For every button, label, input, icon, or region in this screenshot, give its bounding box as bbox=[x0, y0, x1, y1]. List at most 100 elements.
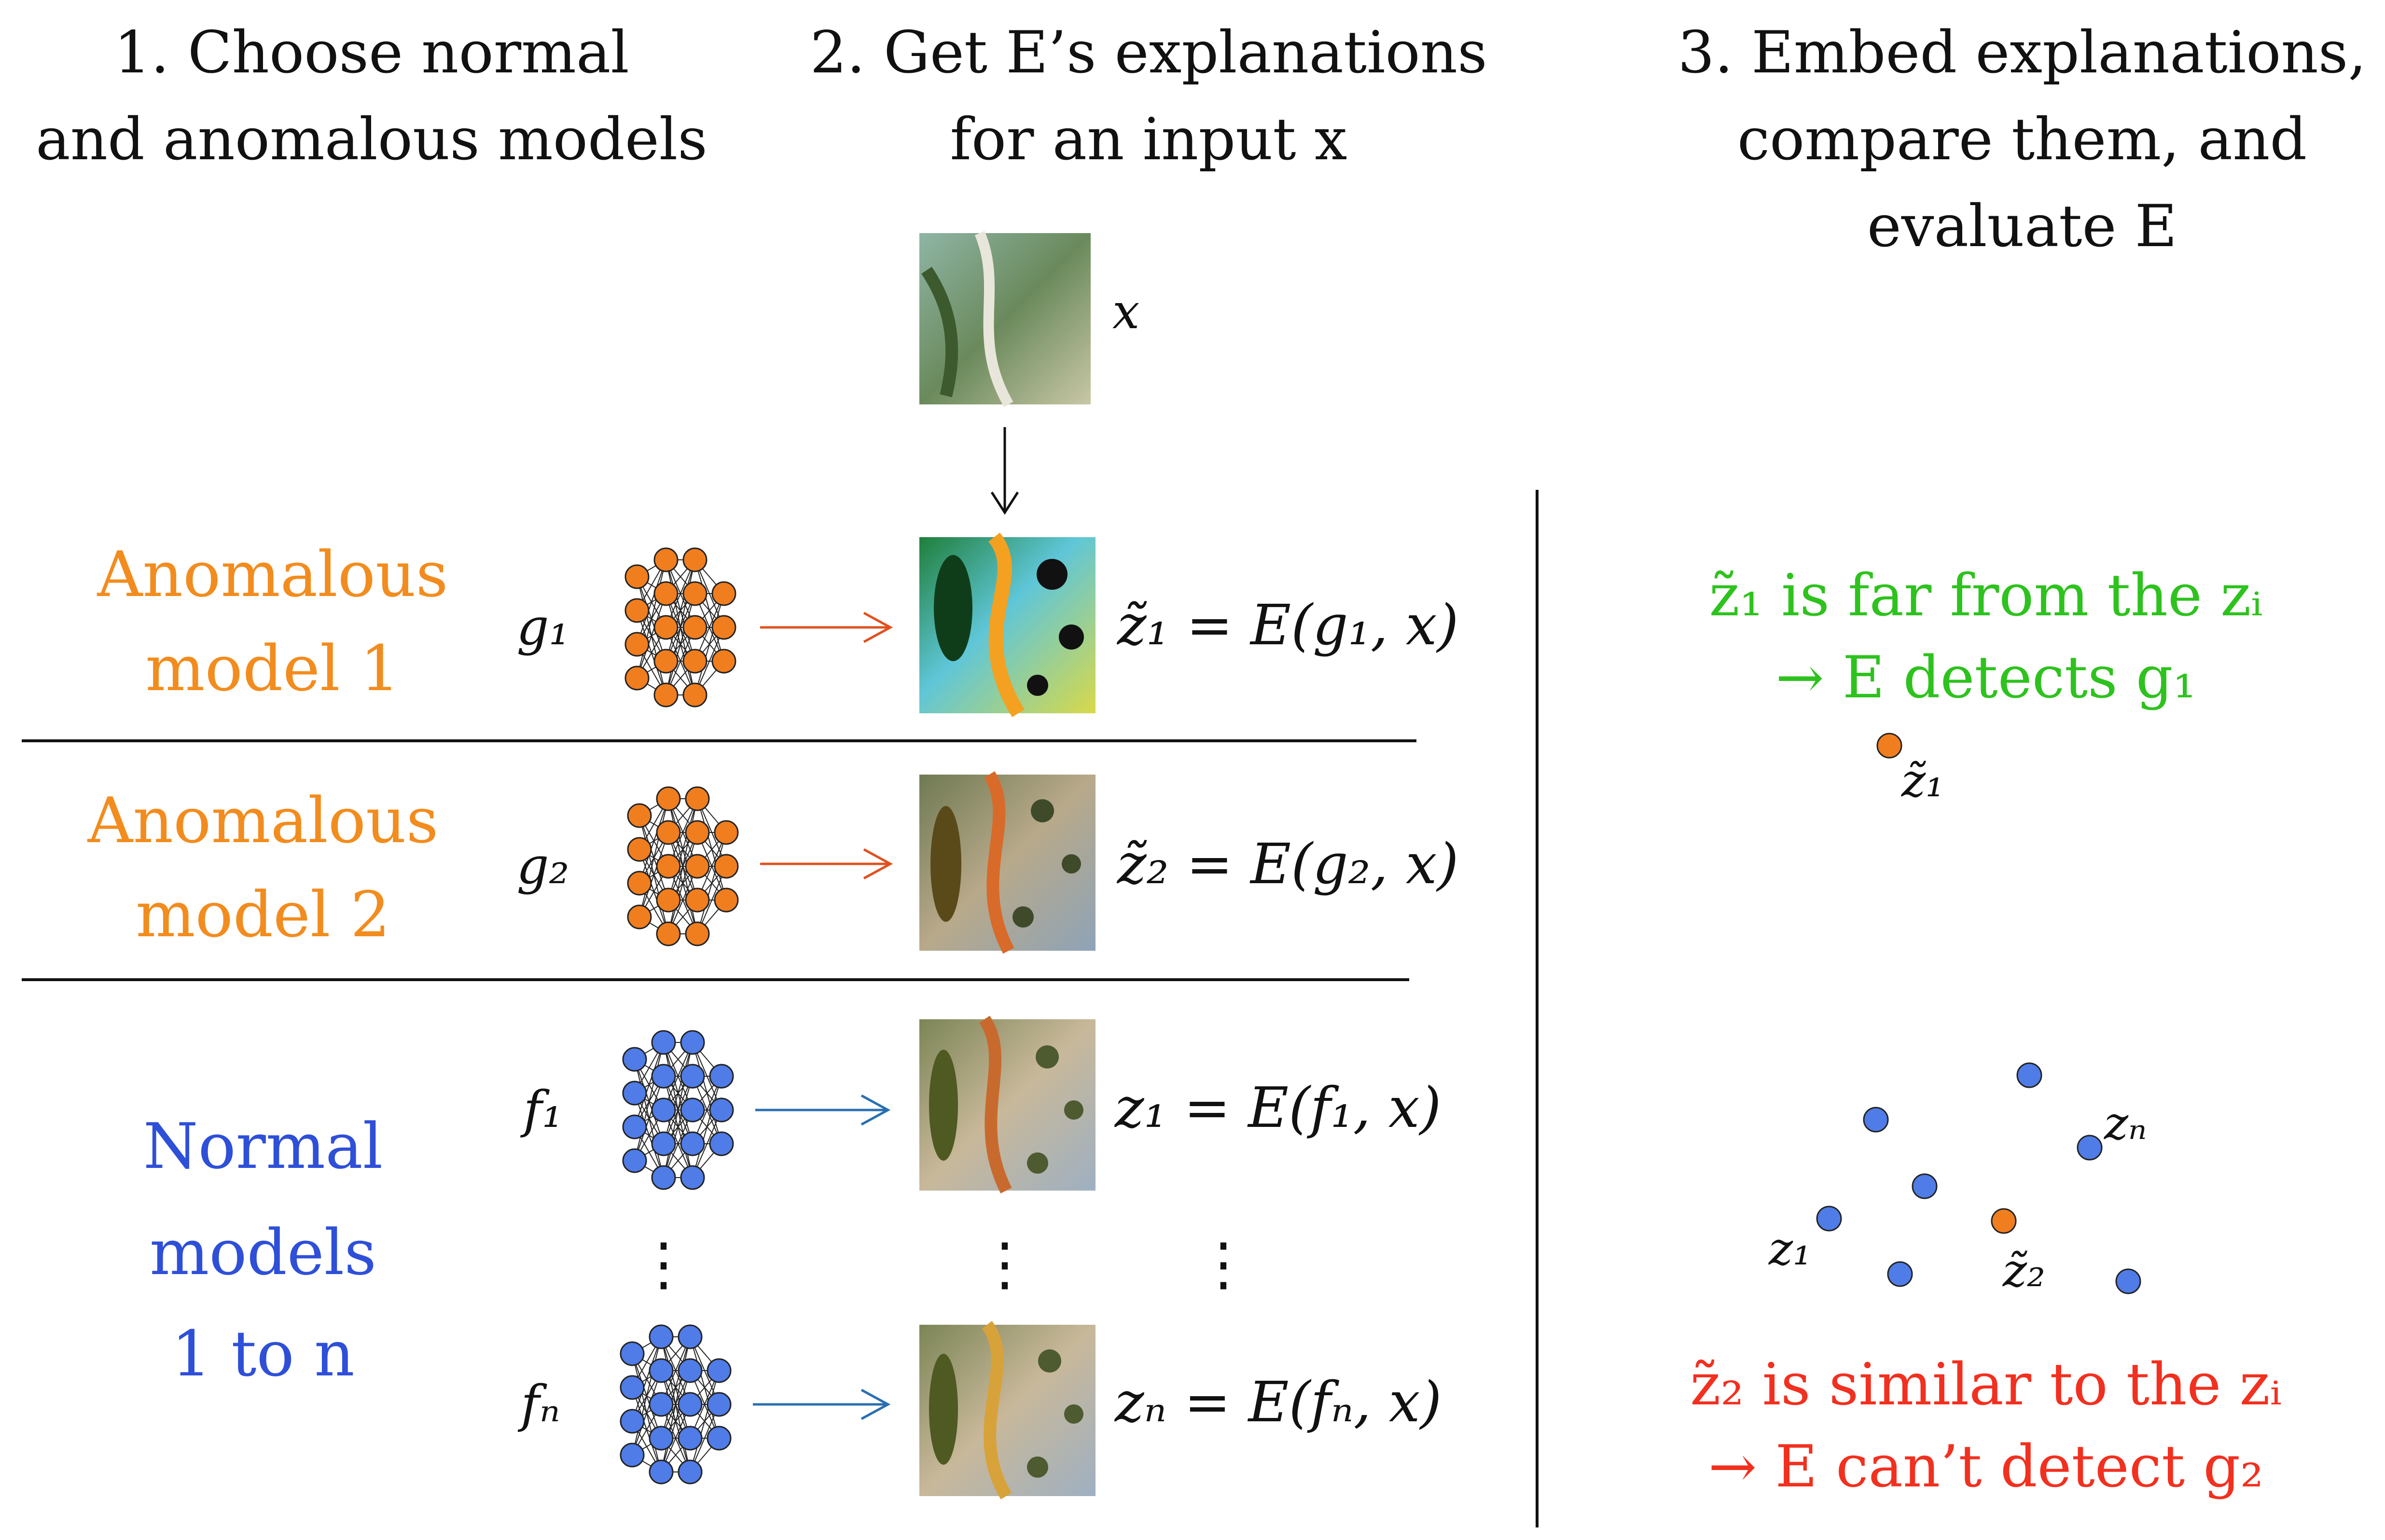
network-node bbox=[682, 581, 707, 606]
network-node bbox=[656, 854, 681, 879]
arrow-g2 bbox=[760, 848, 893, 880]
equation-f1: z₁ = E(f₁, x) bbox=[1114, 1076, 1441, 1140]
point-last bbox=[2077, 1135, 2103, 1161]
network-node bbox=[627, 803, 652, 828]
network-node bbox=[682, 682, 707, 708]
header-col1: 1. Choose normal and anomalous models bbox=[36, 19, 707, 173]
network-edge bbox=[666, 559, 695, 662]
network-edge bbox=[632, 1370, 662, 1456]
network-node bbox=[680, 1165, 705, 1190]
neural-network-icon-g2 bbox=[627, 786, 739, 946]
group-anomalous-2-label: Anomalous model 2 bbox=[87, 784, 439, 951]
point-normal bbox=[2115, 1268, 2141, 1294]
model-label-g1: g₁ bbox=[516, 597, 569, 656]
neural-network-icon-f1 bbox=[622, 1030, 734, 1190]
network-node bbox=[620, 1443, 645, 1468]
detect-annotation: z̃₁ is far from the zᵢ → E detects g₁ bbox=[1709, 562, 2262, 711]
network-node bbox=[711, 649, 736, 674]
network-node bbox=[627, 837, 652, 862]
explanation-image-g1 bbox=[919, 532, 1095, 717]
network-edge bbox=[661, 1336, 691, 1439]
network-edge bbox=[637, 593, 666, 679]
header-col3-line1: 3. Embed explanations, bbox=[1678, 19, 2367, 86]
anomalous1-line1: Anomalous bbox=[97, 538, 448, 611]
network-node bbox=[685, 820, 710, 845]
network-node bbox=[680, 1030, 705, 1055]
equation-g2: z̃₂ = E(g₂, x) bbox=[1116, 832, 1459, 897]
network-node bbox=[656, 888, 681, 913]
network-edge bbox=[697, 832, 727, 934]
network-node bbox=[622, 1081, 647, 1106]
network-edge bbox=[639, 798, 669, 917]
header-col2: 2. Get E’s explanations for an input x bbox=[810, 19, 1487, 173]
network-node bbox=[714, 888, 739, 913]
network-edge bbox=[668, 832, 698, 934]
explanation-image-g2 bbox=[919, 771, 1095, 954]
network-node bbox=[680, 1131, 705, 1156]
network-node bbox=[682, 649, 707, 674]
network-edge bbox=[661, 1370, 691, 1472]
network-node bbox=[627, 904, 652, 930]
network-node bbox=[624, 666, 650, 691]
header-col1-line1: 1. Choose normal bbox=[114, 19, 629, 86]
equation-g1: z̃₁ = E(g₁, x) bbox=[1116, 593, 1459, 658]
input-image bbox=[919, 231, 1091, 407]
header-col1-line2: and anomalous models bbox=[36, 106, 707, 173]
arrow-f1 bbox=[755, 1094, 891, 1126]
input-down-arrow bbox=[990, 427, 1019, 515]
point-first bbox=[1816, 1206, 1842, 1232]
network-node bbox=[627, 871, 652, 896]
network-node bbox=[620, 1409, 645, 1434]
network-node bbox=[624, 632, 650, 657]
anomalous2-line2: model 2 bbox=[136, 878, 390, 951]
network-node bbox=[649, 1324, 674, 1349]
arrow-fn bbox=[753, 1388, 891, 1420]
network-node bbox=[680, 1097, 705, 1123]
network-node bbox=[685, 786, 710, 811]
header-col2-line1: 2. Get E’s explanations bbox=[810, 19, 1487, 86]
neural-network-icon-g1 bbox=[624, 547, 736, 708]
network-node bbox=[678, 1426, 703, 1451]
point-normal bbox=[1887, 1261, 1913, 1287]
network-node bbox=[656, 820, 681, 845]
network-node bbox=[709, 1097, 734, 1123]
network-node bbox=[685, 854, 710, 879]
equation-fn: zₙ = E(fₙ, x) bbox=[1114, 1370, 1442, 1435]
network-node bbox=[653, 649, 679, 674]
explanation-image-f1 bbox=[919, 1015, 1095, 1193]
network-node bbox=[680, 1064, 705, 1089]
network-node bbox=[682, 615, 707, 640]
network-node bbox=[707, 1358, 732, 1383]
network-node bbox=[711, 615, 736, 640]
network-edge bbox=[663, 1042, 693, 1144]
network-edge bbox=[634, 1042, 664, 1127]
fail-line2: → E can’t detect g₂ bbox=[1708, 1433, 2264, 1500]
explanation-image-fn bbox=[919, 1321, 1095, 1499]
network-node bbox=[649, 1459, 674, 1485]
network-node bbox=[653, 547, 679, 572]
network-edge bbox=[663, 1076, 693, 1178]
network-node bbox=[685, 921, 710, 946]
network-node bbox=[651, 1165, 676, 1190]
header-col2-line2: for an input x bbox=[950, 106, 1347, 173]
point-normal bbox=[2016, 1062, 2042, 1088]
ellipsis-images: ⋮ bbox=[976, 1231, 1034, 1298]
network-edge bbox=[668, 798, 698, 901]
network-node bbox=[649, 1392, 674, 1417]
point-normal bbox=[1863, 1107, 1889, 1133]
network-edge bbox=[690, 1370, 720, 1472]
network-node bbox=[622, 1148, 647, 1173]
network-edge bbox=[634, 1042, 664, 1161]
network-edge bbox=[666, 593, 695, 695]
point-anomaly1 bbox=[1876, 733, 1902, 759]
network-node bbox=[622, 1047, 647, 1072]
header-col3-line2: compare them, and bbox=[1737, 106, 2307, 173]
network-node bbox=[678, 1392, 703, 1417]
network-node bbox=[653, 682, 679, 708]
network-node bbox=[651, 1131, 676, 1156]
network-node bbox=[709, 1131, 734, 1156]
network-node bbox=[620, 1375, 645, 1400]
network-node bbox=[682, 547, 707, 572]
model-label-fn: fₙ bbox=[517, 1374, 560, 1433]
network-node bbox=[651, 1030, 676, 1055]
